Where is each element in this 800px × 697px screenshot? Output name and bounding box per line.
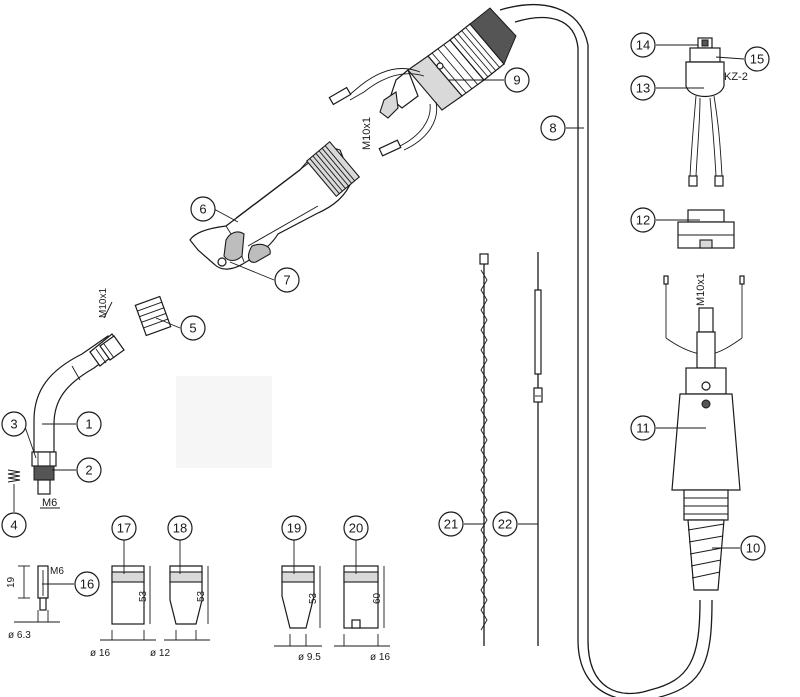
- callout-2: 2: [76, 457, 102, 483]
- callout-3: 3: [1, 411, 27, 437]
- thread-label-m10-top: M10x1: [361, 117, 373, 150]
- svg-text:21: 21: [444, 517, 458, 532]
- svg-text:17: 17: [117, 521, 131, 536]
- callout-20: 20: [343, 515, 369, 541]
- dim-nozzle17-height: 53: [138, 590, 149, 602]
- callout-15: 15: [744, 46, 770, 72]
- svg-text:16: 16: [80, 577, 94, 592]
- svg-text:19: 19: [287, 521, 301, 536]
- liner-22: [533, 252, 543, 646]
- svg-text:5: 5: [189, 321, 196, 336]
- callout-1: 1: [76, 411, 102, 437]
- svg-text:3: 3: [10, 417, 17, 432]
- svg-text:15: 15: [750, 52, 764, 67]
- svg-text:4: 4: [10, 518, 17, 533]
- connector-9: [328, 7, 517, 157]
- thread-label-m6-tip: M6: [50, 566, 64, 577]
- callout-17: 17: [111, 515, 137, 541]
- insulator-2: [33, 465, 55, 495]
- thread-label-m6-neck: M6: [42, 497, 57, 509]
- callout-9: 9: [504, 67, 530, 93]
- rear-handle-11: [663, 275, 745, 521]
- callout-5: 5: [180, 315, 206, 341]
- callout-14: 14: [630, 32, 656, 58]
- callout-6: 6: [190, 196, 216, 222]
- svg-text:18: 18: [173, 521, 187, 536]
- nozzle-20: [334, 565, 390, 647]
- thread-label-m10-neck: M10x1: [98, 288, 109, 318]
- dim-nozzle19-dia: ø 9.5: [298, 652, 321, 663]
- svg-text:9: 9: [513, 73, 520, 88]
- spring-4: [7, 469, 21, 483]
- switch-code-label: KZ-2: [724, 71, 748, 83]
- dim-tip-height: 19: [6, 576, 17, 588]
- liner-21: [479, 253, 489, 646]
- dim-nozzle19-height: 53: [308, 592, 319, 604]
- svg-text:20: 20: [349, 521, 363, 536]
- callout-18: 18: [167, 515, 193, 541]
- cable-8: [499, 4, 713, 697]
- bend-protector-10: [687, 519, 725, 591]
- part-5: [134, 295, 172, 337]
- nozzle-19: [274, 565, 322, 647]
- callout-22: 22: [492, 511, 518, 537]
- dim-tip-dia: ø 6.3: [8, 630, 31, 641]
- callout-4: 4: [1, 512, 27, 538]
- svg-text:13: 13: [636, 81, 650, 96]
- svg-text:7: 7: [283, 273, 290, 288]
- callout-21: 21: [438, 511, 464, 537]
- contact-tip-16: [14, 565, 60, 623]
- callout-13: 13: [630, 75, 656, 101]
- dim-nozzle20-height: 60: [372, 592, 383, 604]
- dim-nozzle20-dia: ø 16: [370, 652, 390, 663]
- switch-13: [685, 37, 725, 187]
- handle-6: [189, 140, 361, 270]
- part-12: [677, 209, 735, 249]
- callout-12: 12: [630, 207, 656, 233]
- svg-text:12: 12: [636, 213, 650, 228]
- callout-19: 19: [281, 515, 307, 541]
- leader-lines: [13, 44, 745, 585]
- svg-text:1: 1: [85, 417, 92, 432]
- nozzle-18: [164, 565, 210, 641]
- dim-nozzle17-dia: ø 16: [90, 648, 110, 659]
- svg-text:8: 8: [549, 121, 556, 136]
- callout-16: 16: [74, 571, 100, 597]
- callout-10: 10: [740, 535, 766, 561]
- nozzle-17: [100, 565, 156, 641]
- dim-nozzle18-dia: ø 12: [150, 648, 170, 659]
- callout-7: 7: [274, 267, 300, 293]
- svg-text:10: 10: [746, 541, 760, 556]
- svg-text:11: 11: [636, 421, 650, 436]
- callout-11: 11: [630, 415, 656, 441]
- svg-text:2: 2: [85, 463, 92, 478]
- thread-label-m10-rear: M10x1: [695, 273, 707, 306]
- gooseneck-1: [33, 333, 125, 453]
- callout-8: 8: [540, 115, 566, 141]
- dim-nozzle18-height: 53: [196, 590, 207, 602]
- svg-text:6: 6: [199, 202, 206, 217]
- svg-text:22: 22: [498, 517, 512, 532]
- background-patch: [176, 376, 272, 468]
- svg-text:14: 14: [636, 38, 650, 53]
- nut-3: [31, 451, 57, 467]
